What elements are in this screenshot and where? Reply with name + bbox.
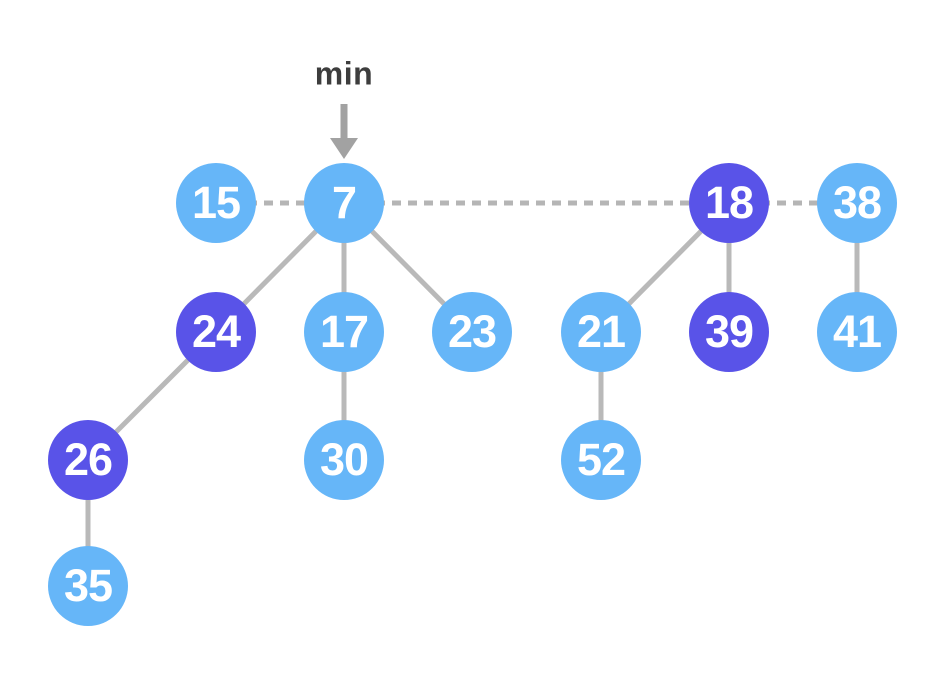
- min-pointer-label: min: [314, 55, 374, 92]
- heap-node-35: 35: [48, 546, 128, 626]
- heap-node-41: 41: [817, 292, 897, 372]
- min-arrow-head: [330, 138, 358, 159]
- heap-node-24-marked: 24: [176, 292, 256, 372]
- heap-node-38: 38: [817, 163, 897, 243]
- heap-node-7: 7: [304, 163, 384, 243]
- heap-node-30: 30: [304, 420, 384, 500]
- heap-node-17: 17: [304, 292, 384, 372]
- min-arrow-icon: [330, 104, 358, 159]
- heap-node-52: 52: [561, 420, 641, 500]
- heap-node-23: 23: [432, 292, 512, 372]
- heap-node-15: 15: [176, 163, 256, 243]
- heap-node-26-marked: 26: [48, 420, 128, 500]
- heap-node-21: 21: [561, 292, 641, 372]
- heap-node-39-marked: 39: [689, 292, 769, 372]
- heap-node-18-marked: 18: [689, 163, 769, 243]
